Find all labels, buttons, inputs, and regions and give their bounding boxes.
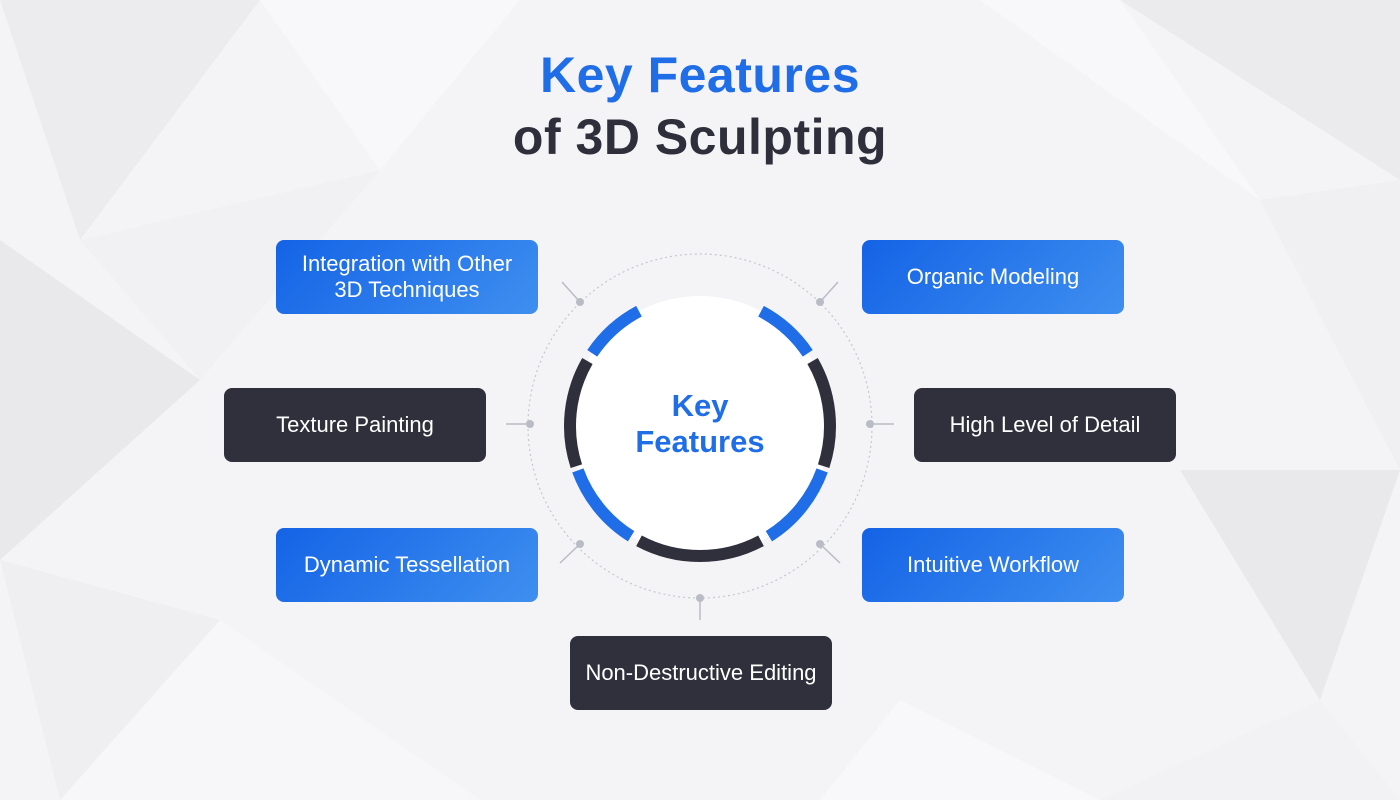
ring-segment-nondestructive	[636, 535, 764, 562]
ring-segments	[564, 305, 836, 562]
connector-dot-nondestructive	[696, 594, 704, 602]
feature-label-organic-modeling: Organic Modeling	[906, 264, 1080, 289]
feature-box-high-detail: High Level of Detail	[914, 388, 1176, 462]
feature-label-integration: Integration with Other 3D Techniques	[301, 251, 513, 302]
feature-box-texture-painting: Texture Painting	[224, 388, 486, 462]
connector-dot-organic	[816, 298, 824, 306]
ring-segment-detail	[807, 358, 836, 469]
connector-dot-dynamic	[576, 540, 584, 548]
connector-dot-workflow	[816, 540, 824, 548]
feature-box-intuitive-workflow: Intuitive Workflow	[862, 528, 1124, 602]
feature-label-intuitive-workflow: Intuitive Workflow	[907, 552, 1079, 577]
center-label-line-2: Features	[635, 424, 765, 459]
connector-dot-texture	[526, 420, 534, 428]
connector-dot-detail	[866, 420, 874, 428]
feature-box-dynamic-tessellation: Dynamic Tessellation	[276, 528, 538, 602]
ring-segment-integration	[587, 305, 642, 357]
feature-label-dynamic-tessellation: Dynamic Tessellation	[303, 552, 511, 577]
ring-segment-organic	[758, 305, 813, 357]
feature-label-texture-painting: Texture Painting	[276, 412, 434, 437]
feature-box-organic-modeling: Organic Modeling	[862, 240, 1124, 314]
connector-dynamic	[559, 543, 581, 564]
feature-label-high-detail: High Level of Detail	[949, 412, 1141, 437]
center-label-line-1: Key	[671, 388, 729, 423]
ring-segment-dynamic	[572, 468, 635, 542]
ring-segment-texture	[564, 358, 593, 469]
connectors	[506, 281, 894, 620]
connector-dot-integration	[576, 298, 584, 306]
title-line-1: Key Features	[539, 47, 861, 103]
feature-box-integration: Integration with Other 3D Techniques	[276, 240, 538, 314]
connector-organic	[819, 281, 839, 303]
feature-box-non-destructive-editing: Non-Destructive Editing	[570, 636, 832, 710]
connector-workflow	[819, 543, 841, 564]
title-line-2: of 3D Sculpting	[512, 109, 888, 165]
ring-segment-workflow	[765, 468, 828, 542]
connector-integration	[561, 281, 581, 303]
center-disc	[570, 296, 830, 556]
feature-label-non-destructive-editing: Non-Destructive Editing	[585, 660, 817, 685]
center-label: Key Features	[600, 388, 800, 460]
